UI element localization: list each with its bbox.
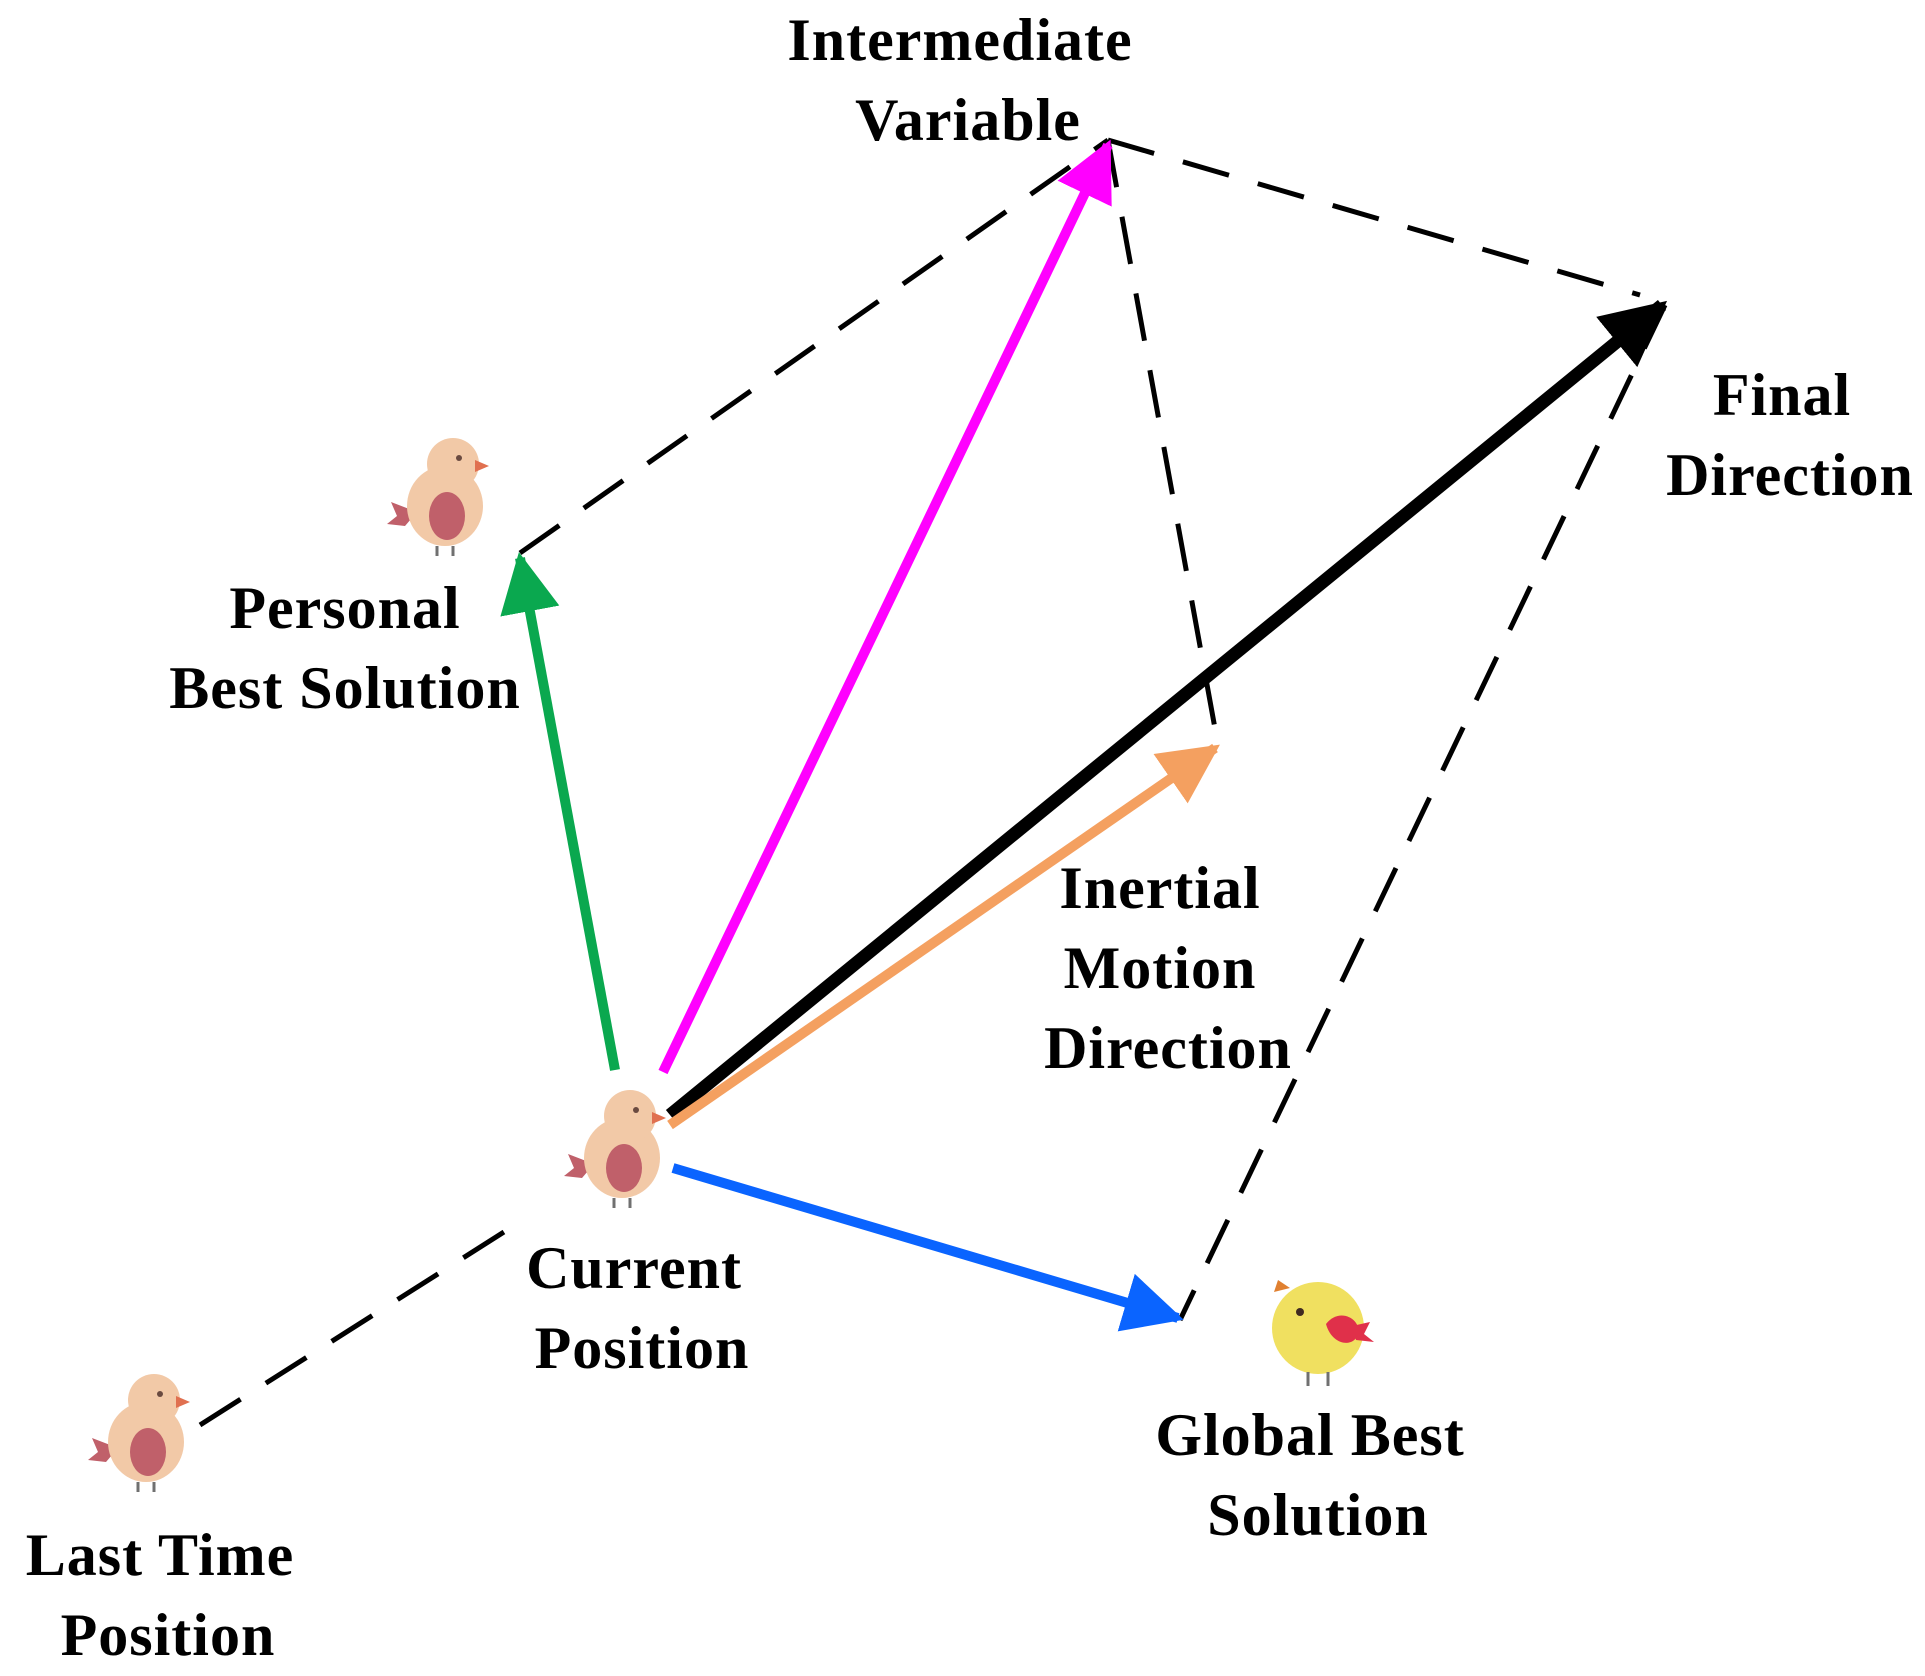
labels: Intermediate Variable Final Direction Pe… bbox=[26, 7, 1914, 1668]
golden-bird-icon bbox=[1272, 1280, 1374, 1386]
personal-best-arrow bbox=[500, 552, 620, 1071]
inertial-motion-arrow bbox=[667, 743, 1220, 1130]
dashed-intermediate-to-inertial bbox=[1105, 139, 1221, 746]
bird-icon bbox=[86, 1372, 192, 1494]
bird-icon bbox=[562, 1088, 668, 1210]
bird-icon bbox=[385, 436, 491, 558]
global-best-arrow bbox=[671, 1163, 1184, 1332]
dashed-intermediate-to-final bbox=[1107, 137, 1641, 298]
dashed-final-to-global bbox=[1177, 303, 1668, 1322]
intermediate-variable-label: Intermediate Variable bbox=[787, 7, 1148, 153]
current-position-label: Current Position bbox=[526, 1235, 758, 1381]
final-direction-arrow bbox=[665, 299, 1668, 1121]
dashed-personal-to-intermediate bbox=[518, 137, 1110, 556]
final-direction-label: Final Direction bbox=[1666, 362, 1914, 508]
last-time-position-label: Last Time Position bbox=[26, 1522, 310, 1668]
global-best-label: Global Best Solution bbox=[1155, 1402, 1480, 1548]
dashed-last-to-current bbox=[198, 1222, 517, 1428]
vector-arrows bbox=[500, 139, 1668, 1332]
inertial-motion-label: Inertial Motion Direction bbox=[1044, 855, 1292, 1081]
personal-best-label: Personal Best Solution bbox=[169, 575, 520, 721]
intermediate-variable-arrow bbox=[658, 139, 1113, 1075]
construction-lines bbox=[198, 137, 1668, 1428]
